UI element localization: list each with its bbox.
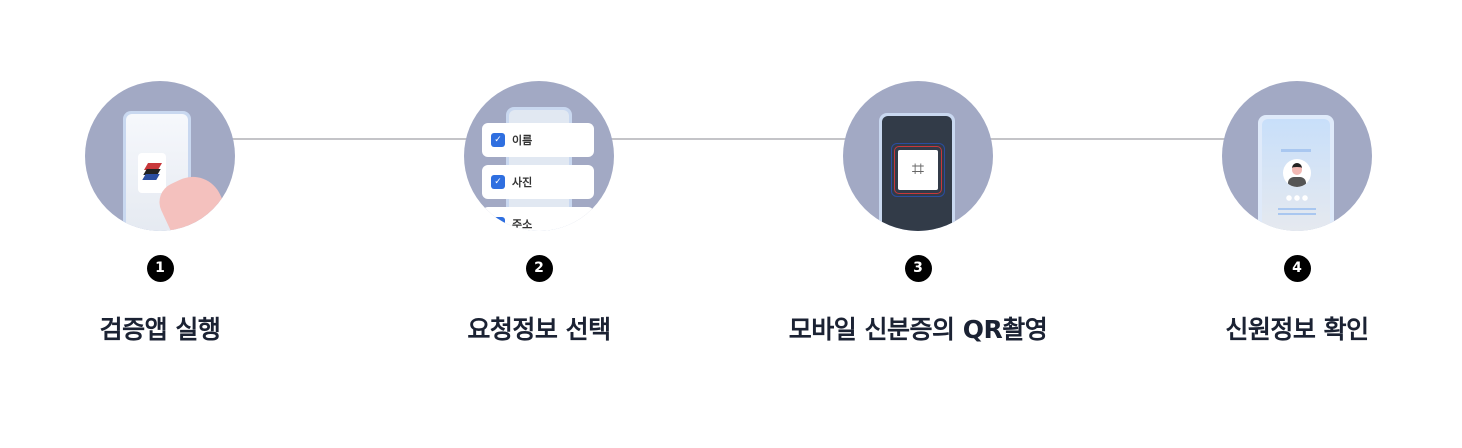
option-label: 이름: [512, 134, 533, 147]
step-4: 4 신원정보 확인: [1147, 81, 1447, 346]
step-number-badge: 1: [146, 255, 174, 282]
option-label: 사진: [512, 176, 533, 189]
option-photo: ✓ 사진: [482, 165, 594, 199]
avatar: [1283, 159, 1311, 187]
checkbox-checked-icon: ✓: [491, 217, 505, 231]
step-label: 검증앱 실행: [99, 315, 221, 344]
step-label: 신원정보 확인: [1225, 315, 1369, 344]
step-number-badge: 4: [1283, 255, 1311, 282]
checklist-illustration: ✓ 이름 ✓ 사진 ✓ 주소: [464, 81, 614, 231]
connector-line: [160, 138, 1297, 140]
checkbox-checked-icon: ✓: [491, 175, 505, 189]
step-3: ⌗ 3 모바일 신분증의 QR촬영: [768, 81, 1068, 346]
qr-code-icon: ⌗: [898, 150, 938, 190]
profile-verify-illustration: [1222, 81, 1372, 231]
option-name: ✓ 이름: [482, 123, 594, 157]
qr-scan-illustration: ⌗: [843, 81, 993, 231]
app-icon: [138, 153, 166, 193]
option-label: 주소: [512, 218, 533, 231]
step-1: 1 검증앱 실행: [10, 81, 310, 346]
step-number-badge: 2: [525, 255, 553, 282]
option-address: ✓ 주소: [482, 207, 594, 231]
step-label: 요청정보 선택: [467, 315, 611, 344]
step-2: ✓ 이름 ✓ 사진 ✓ 주소 2 요청정보 선택: [389, 81, 689, 346]
checkbox-checked-icon: ✓: [491, 133, 505, 147]
app-launch-illustration: [85, 81, 235, 231]
step-number-badge: 3: [904, 255, 932, 282]
step-label: 모바일 신분증의 QR촬영: [788, 315, 1048, 344]
